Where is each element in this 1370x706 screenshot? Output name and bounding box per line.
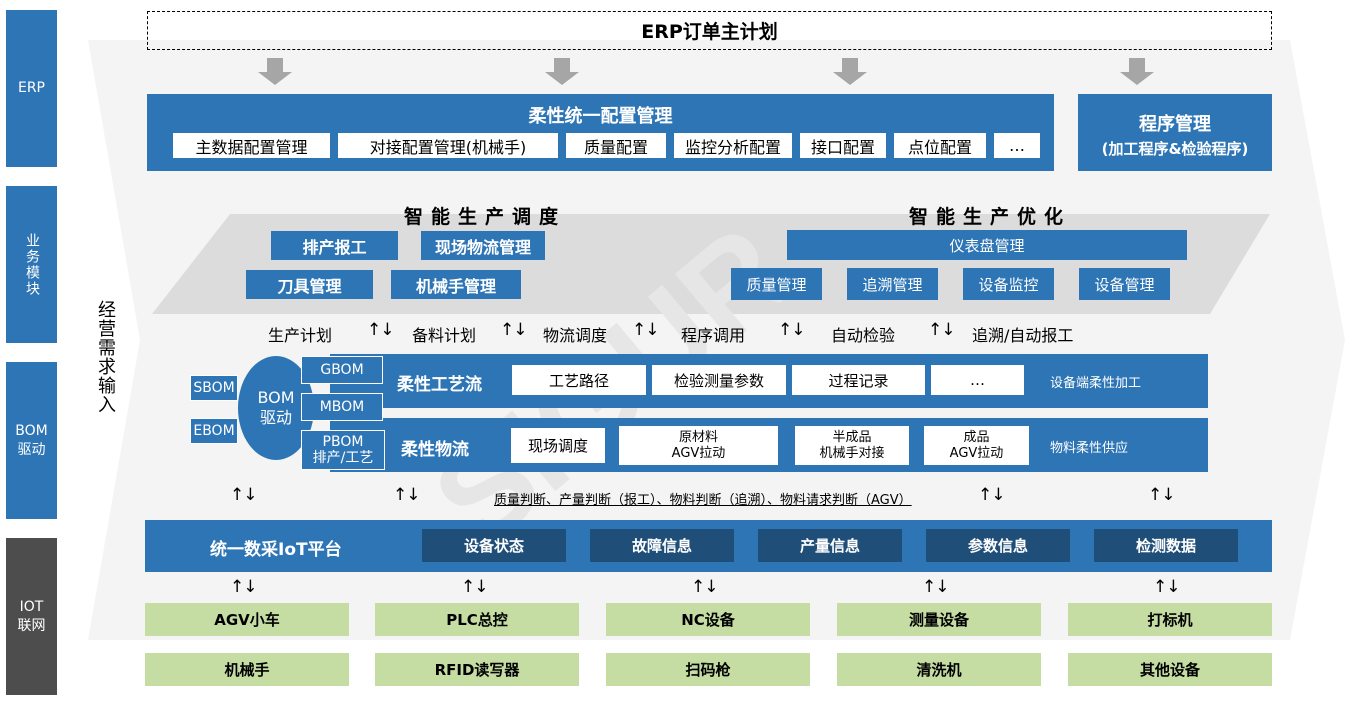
iot-data-item: 产量信息 xyxy=(758,529,902,562)
logistics-item: 成品 AGV拉动 xyxy=(924,426,1029,465)
ebom-box: EBOM xyxy=(190,418,238,444)
up-down-arrow-icon: ↑↓ xyxy=(500,320,527,340)
config-management-title: 柔性统一配置管理 xyxy=(528,106,673,127)
down-arrow-icon xyxy=(1120,58,1154,88)
down-arrow-icon xyxy=(545,58,579,88)
mbom-box: MBOM xyxy=(301,393,383,421)
up-down-arrow-icon: ↑↓ xyxy=(928,320,955,340)
up-down-arrow-icon: ↑↓ xyxy=(778,320,805,340)
config-management-panel: 柔性统一配置管理 xyxy=(147,94,1054,171)
flow-label: 生产计划 xyxy=(268,326,333,345)
up-down-arrow-icon: ↑↓ xyxy=(367,320,394,340)
up-down-arrow-icon: ↑↓ xyxy=(393,485,420,505)
flexible-logistics-title: 柔性物流 xyxy=(401,440,469,460)
iot-data-item: 检测数据 xyxy=(1094,529,1238,562)
module-tool-management: 刀具管理 xyxy=(246,270,373,299)
up-down-arrow-icon: ↑↓ xyxy=(230,577,257,597)
config-item: 点位配置 xyxy=(894,133,986,158)
module-scheduling-reporting: 排产报工 xyxy=(271,231,398,260)
module-robot-management: 机械手管理 xyxy=(391,270,521,299)
module-equipment-management: 设备管理 xyxy=(1079,268,1170,300)
module-onsite-logistics: 现场物流管理 xyxy=(421,231,545,260)
iot-data-item: 设备状态 xyxy=(422,529,566,562)
module-equipment-monitor: 设备监控 xyxy=(963,268,1054,300)
device-box: RFID读写器 xyxy=(375,653,579,686)
demand-input-label: 经营需求输入 xyxy=(95,300,116,414)
logistics-item: 半成品 机械手对接 xyxy=(795,426,909,465)
up-down-arrow-icon: ↑↓ xyxy=(1148,485,1175,505)
flexible-process-title: 柔性工艺流 xyxy=(397,375,482,395)
iot-data-item: 参数信息 xyxy=(926,529,1070,562)
module-quality: 质量管理 xyxy=(731,268,822,300)
up-down-arrow-icon: ↑↓ xyxy=(691,577,718,597)
device-box: 测量设备 xyxy=(837,603,1041,636)
up-down-arrow-icon: ↑↓ xyxy=(1153,577,1180,597)
flow-label: 程序调用 xyxy=(681,326,746,345)
config-item: 主数据配置管理 xyxy=(173,133,330,158)
up-down-arrow-icon: ↑↓ xyxy=(978,485,1005,505)
erp-order-plan: ERP订单主计划 xyxy=(147,11,1272,50)
flow-label: 备料计划 xyxy=(412,326,477,345)
program-management-subtitle: (加工程序&检验程序) xyxy=(1101,140,1249,158)
process-note: 设备端柔性加工 xyxy=(1050,376,1142,391)
gbom-box: GBOM xyxy=(301,356,383,384)
config-item: 对接配置管理(机械手) xyxy=(338,133,558,158)
process-item: 过程记录 xyxy=(792,365,925,395)
flow-label: 追溯/自动报工 xyxy=(972,326,1074,345)
device-box: PLC总控 xyxy=(375,603,579,636)
up-down-arrow-icon: ↑↓ xyxy=(922,577,949,597)
up-down-arrow-icon: ↑↓ xyxy=(230,485,257,505)
judgement-text: 质量判断、产量判断（报工）、物料判断（追溯）、物料请求判断（AGV） xyxy=(494,493,912,508)
device-box: 其他设备 xyxy=(1068,653,1272,686)
sbom-box: SBOM xyxy=(190,375,238,401)
process-item: 工艺路径 xyxy=(512,365,646,395)
program-management-panel: 程序管理 (加工程序&检验程序) xyxy=(1078,94,1272,171)
iot-platform-title: 统一数采IoT平台 xyxy=(210,540,342,560)
config-item: 监控分析配置 xyxy=(674,133,792,158)
config-item: … xyxy=(994,133,1040,158)
device-box: AGV小车 xyxy=(145,603,349,636)
pbom-box: PBOM 排产/工艺 xyxy=(301,430,385,470)
module-dashboard: 仪表盘管理 xyxy=(787,230,1187,260)
side-label-iot: IOT 联网 xyxy=(6,538,57,695)
up-down-arrow-icon: ↑↓ xyxy=(632,320,659,340)
side-label-bom: BOM 驱动 xyxy=(6,362,57,519)
device-box: 扫码枪 xyxy=(606,653,810,686)
device-box: 打标机 xyxy=(1068,603,1272,636)
config-item: 接口配置 xyxy=(800,133,886,158)
module-traceability: 追溯管理 xyxy=(847,268,938,300)
up-down-arrow-icon: ↑↓ xyxy=(461,577,488,597)
down-arrow-icon xyxy=(258,58,292,88)
device-box: 机械手 xyxy=(145,653,349,686)
config-item: 质量配置 xyxy=(566,133,666,158)
iot-data-item: 故障信息 xyxy=(590,529,734,562)
scheduling-title: 智能生产调度 xyxy=(403,206,566,228)
down-arrow-icon xyxy=(833,58,867,88)
process-item: 检验测量参数 xyxy=(652,365,786,395)
flow-label: 物流调度 xyxy=(543,326,608,345)
logistics-item: 现场调度 xyxy=(511,428,605,463)
program-management-title: 程序管理 xyxy=(1139,114,1211,135)
process-item: … xyxy=(931,365,1024,395)
side-label-erp: ERP xyxy=(6,10,57,167)
flow-label: 自动检验 xyxy=(831,326,896,345)
device-box: 清洗机 xyxy=(837,653,1041,686)
optimization-title: 智能生产优化 xyxy=(908,206,1071,228)
side-label-business: 业务模块 xyxy=(6,186,57,343)
logistics-item: 原材料 AGV拉动 xyxy=(619,426,778,465)
logistics-note: 物料柔性供应 xyxy=(1050,441,1129,456)
device-box: NC设备 xyxy=(606,603,810,636)
